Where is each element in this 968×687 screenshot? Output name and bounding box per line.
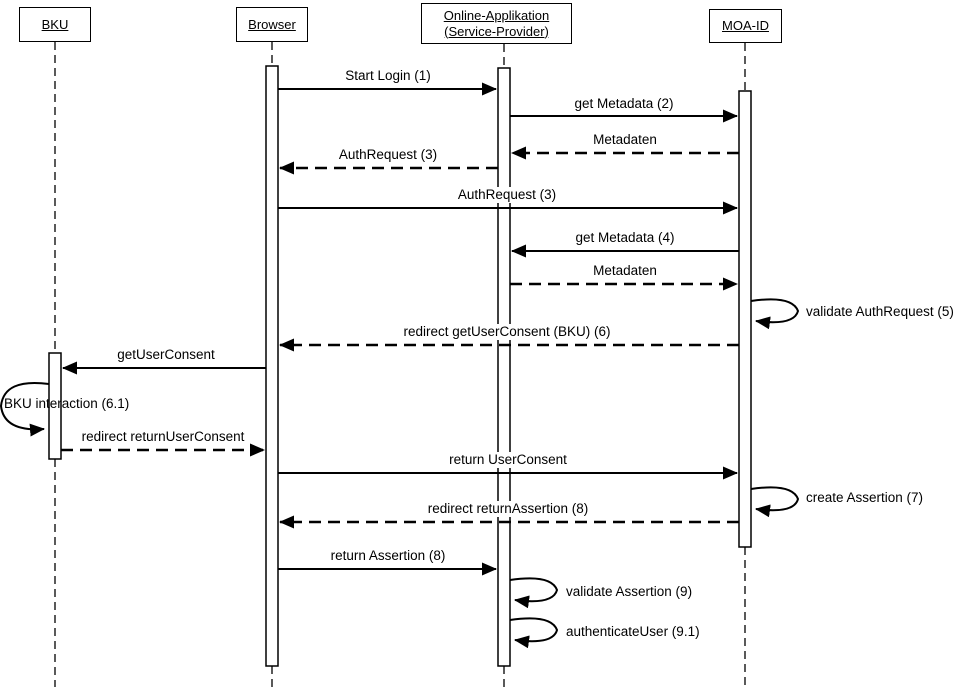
self-loop-validate-authrequest — [750, 298, 800, 330]
message-label-return-assertion: return Assertion (8) — [327, 548, 449, 564]
message-label-getuserconsent: getUserConsent — [114, 347, 218, 363]
message-label-metadaten-1: Metadaten — [590, 132, 660, 148]
actor-label-browser: Browser — [248, 16, 296, 32]
actor-box-online-applikation: Online-Applikation (Service-Provider) — [421, 3, 572, 44]
actor-box-moa-id: MOA-ID — [709, 9, 782, 43]
message-label-redirect-returnuserconsent: redirect returnUserConsent — [78, 429, 248, 445]
message-label-get-metadata-4: get Metadata (4) — [572, 230, 678, 246]
message-label-redirect-getuserconsent: redirect getUserConsent (BKU) (6) — [400, 324, 614, 340]
actor-label-moa-id: MOA-ID — [722, 18, 769, 34]
message-label-metadaten-2: Metadaten — [590, 263, 660, 279]
activation-browser — [265, 65, 279, 667]
self-loop-authenticateuser — [509, 617, 559, 649]
message-label-get-metadata-2: get Metadata (2) — [571, 96, 677, 112]
activation-moa-id — [738, 90, 752, 548]
message-label-authrequest-3-solid: AuthRequest (3) — [454, 187, 560, 203]
self-loop-create-assertion — [750, 486, 800, 518]
actor-label-online-applikation: Online-Applikation (Service-Provider) — [443, 7, 550, 39]
message-label-start-login: Start Login (1) — [342, 68, 434, 84]
message-label-authenticateuser: authenticateUser (9.1) — [563, 624, 703, 640]
actor-box-browser: Browser — [236, 7, 308, 42]
message-label-return-userconsent: return UserConsent — [446, 452, 570, 468]
message-label-create-assertion: create Assertion (7) — [803, 490, 927, 506]
message-label-validate-authrequest: validate AuthRequest (5) — [803, 304, 957, 320]
message-label-redirect-returnassertion: redirect returnAssertion (8) — [424, 501, 592, 517]
message-label-bku-interaction: BKU interaction (6.1) — [4, 396, 130, 411]
message-label-authrequest-3-dashed: AuthRequest (3) — [335, 147, 441, 163]
self-loop-bku-interaction — [0, 382, 50, 437]
activation-online-applikation — [497, 67, 511, 667]
message-label-validate-assertion: validate Assertion (9) — [563, 584, 696, 600]
activation-bku — [48, 352, 62, 460]
actor-label-bku: BKU — [41, 16, 69, 32]
actor-box-bku: BKU — [19, 7, 91, 42]
self-loop-validate-assertion — [509, 577, 559, 609]
